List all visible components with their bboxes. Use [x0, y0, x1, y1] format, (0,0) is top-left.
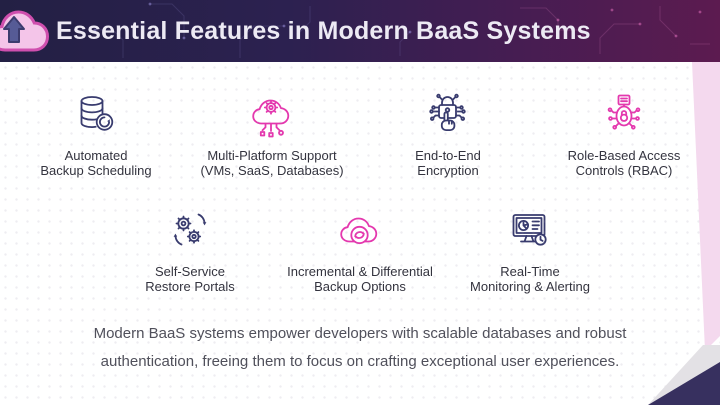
feature-realtime-monitoring: Real-Time Monitoring & Alerting [445, 208, 615, 294]
summary-text: Modern BaaS systems empower developers w… [93, 325, 627, 370]
cloud-gear-network-icon [248, 92, 296, 140]
feature-label: Real-Time Monitoring & Alerting [470, 264, 590, 294]
monitor-alert-icon [506, 208, 554, 256]
feature-label: Incremental & Differential Backup Option… [287, 264, 433, 294]
feature-self-service-restore: Self-Service Restore Portals [105, 208, 275, 294]
feature-label: Self-Service Restore Portals [145, 264, 235, 294]
feature-end-to-end-encryption: End-to-End Encryption [360, 92, 536, 178]
feature-rbac: Role-Based Access Controls (RBAC) [536, 92, 712, 178]
cloud-sync-icon [336, 208, 384, 256]
feature-row-2: Self-Service Restore Portals Incremental… [0, 208, 720, 294]
header: Essential Features in Modern BaaS System… [0, 0, 720, 62]
gears-restore-icon [166, 208, 214, 256]
feature-automated-backup-scheduling: Automated Backup Scheduling [8, 92, 184, 178]
feature-incremental-differential-backup: Incremental & Differential Backup Option… [275, 208, 445, 294]
slide-title: Essential Features in Modern BaaS System… [56, 16, 591, 45]
feature-label: Role-Based Access Controls (RBAC) [567, 148, 681, 178]
circuit-pattern-icon [93, 2, 710, 58]
rbac-identity-icon [600, 92, 648, 140]
encryption-lock-icon [424, 92, 472, 140]
feature-label: Automated Backup Scheduling [40, 148, 152, 178]
feature-grid: Automated Backup Scheduling [0, 92, 720, 376]
feature-label: Multi-Platform Support (VMs, SaaS, Datab… [200, 148, 344, 178]
database-sync-icon [72, 92, 120, 140]
cloud-upload-icon [0, 4, 52, 58]
feature-multi-platform-support: Multi-Platform Support (VMs, SaaS, Datab… [184, 92, 360, 178]
feature-row-1: Automated Backup Scheduling [0, 92, 720, 178]
feature-label: End-to-End Encryption [415, 148, 481, 178]
